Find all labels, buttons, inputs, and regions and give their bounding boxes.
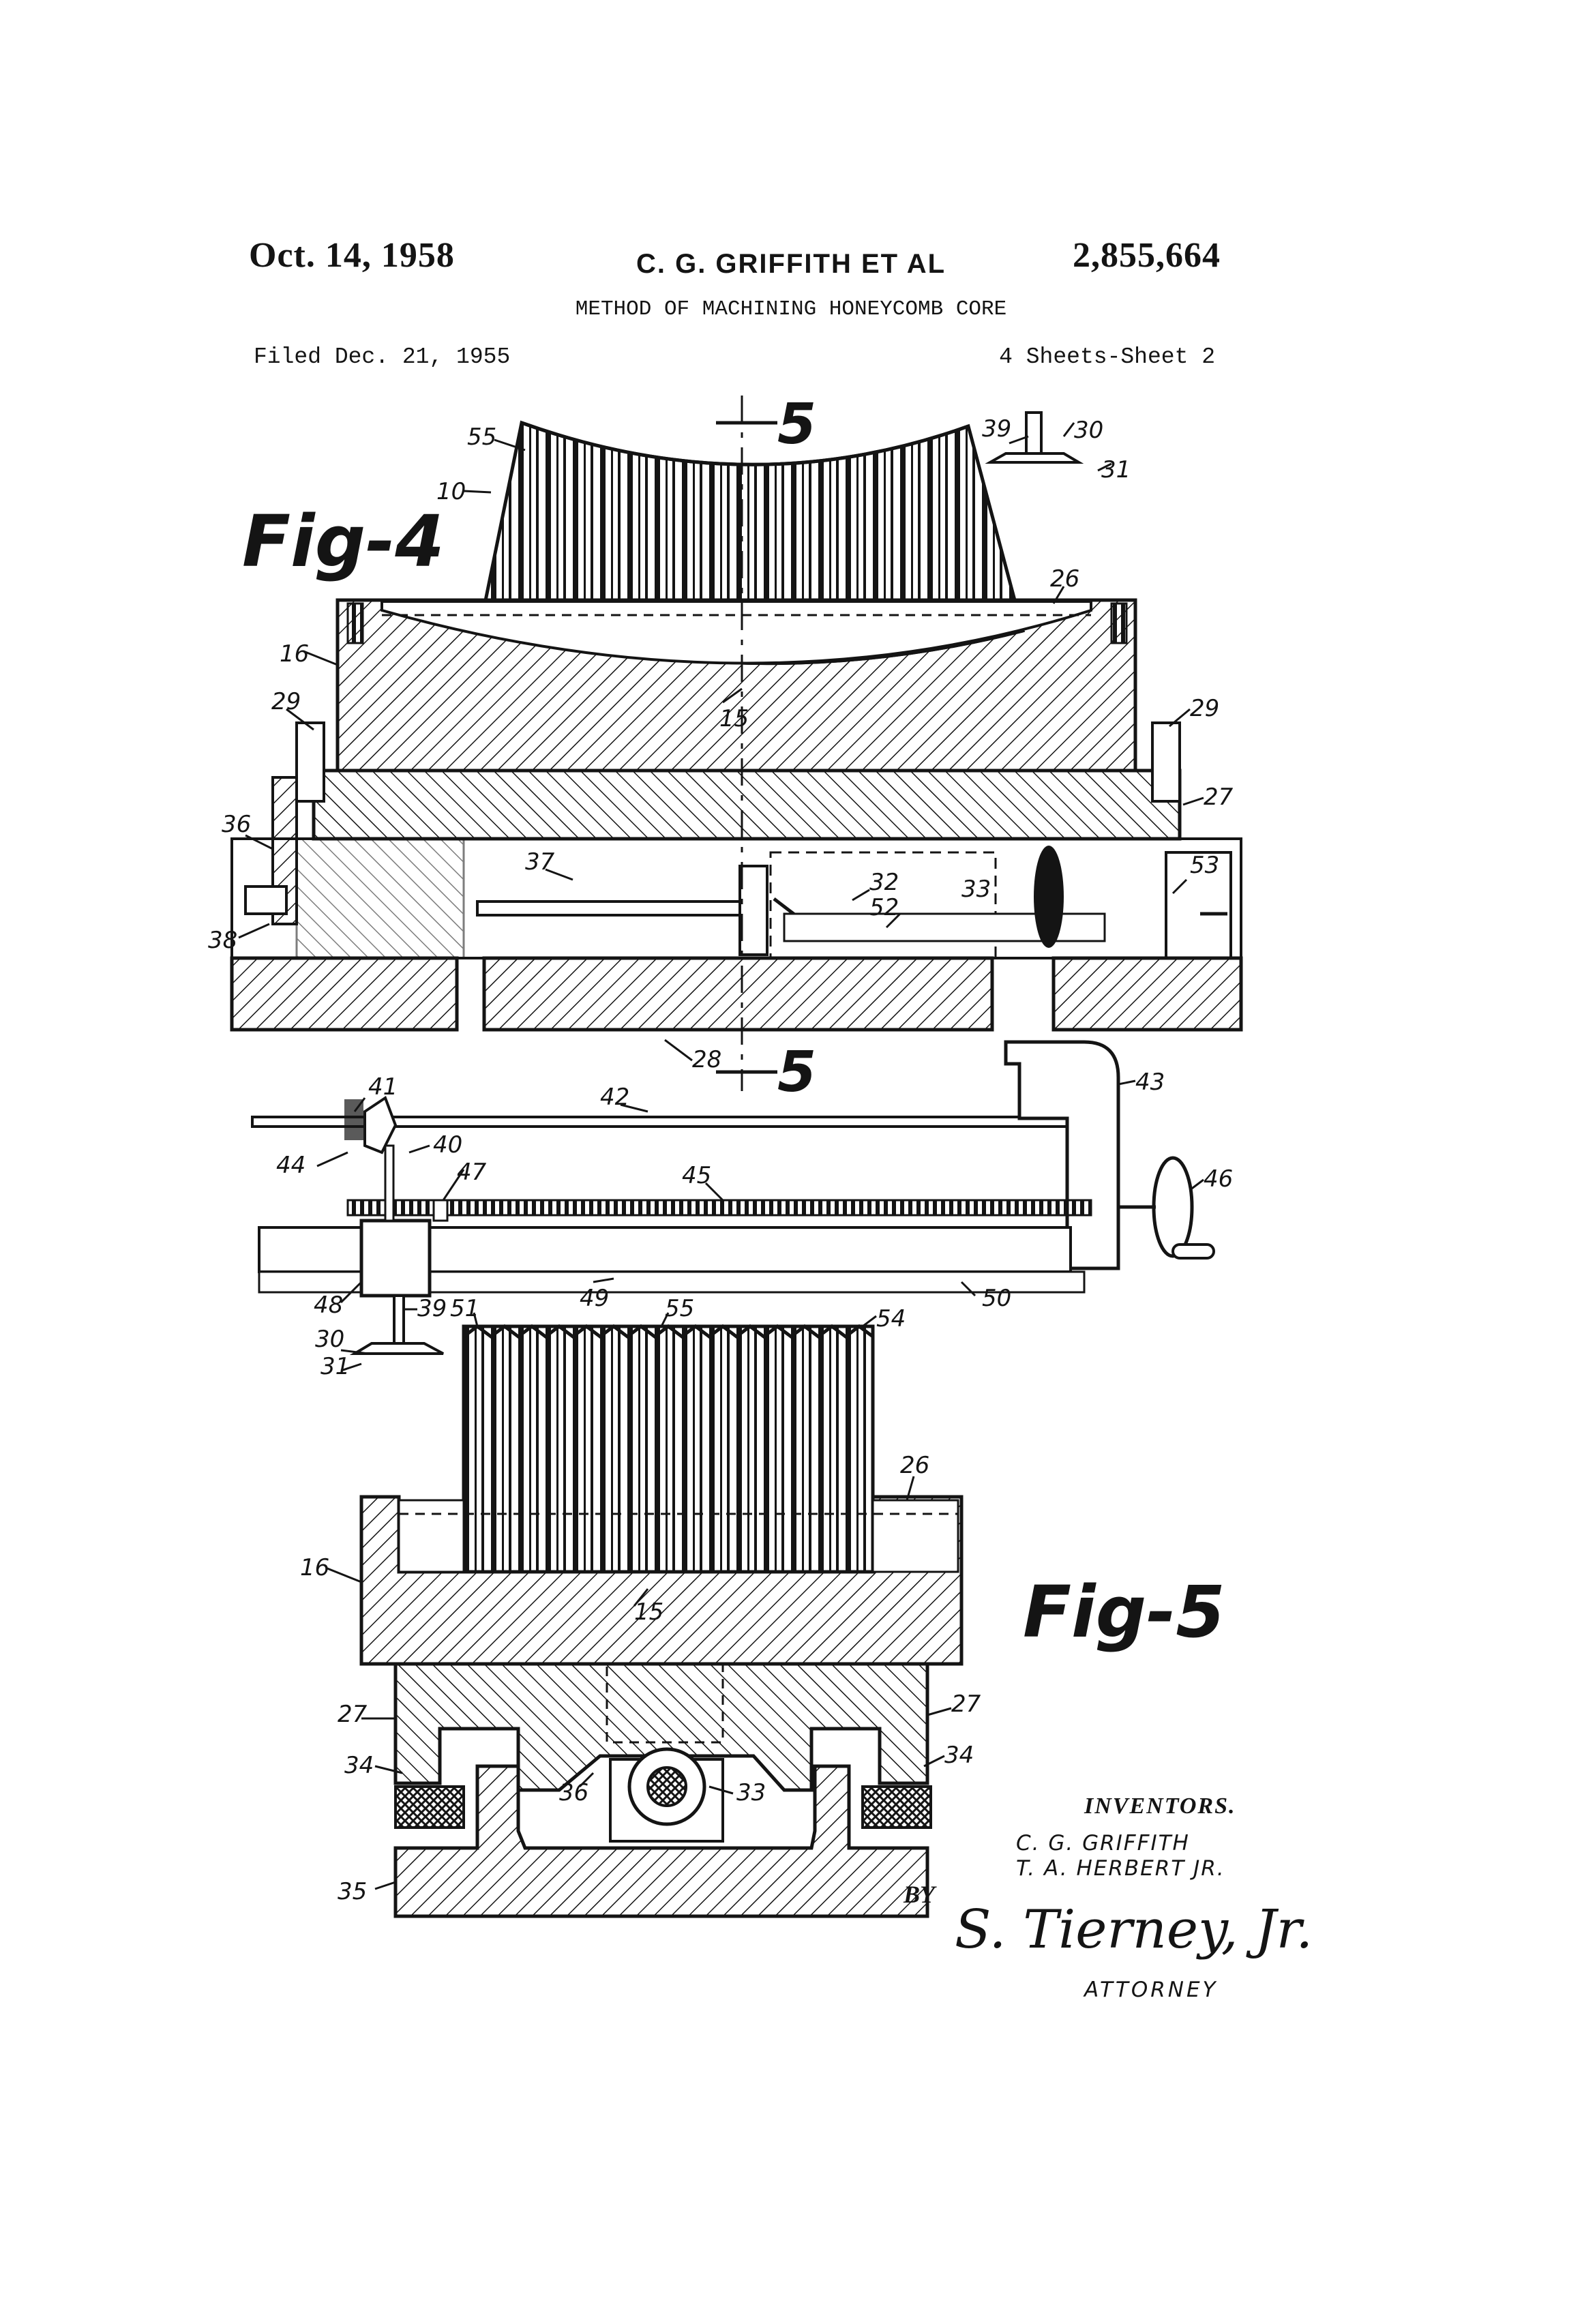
ref-numeral: 48	[314, 1292, 343, 1319]
ref-numeral: 37	[525, 848, 555, 876]
ref-numeral: 32	[869, 869, 899, 896]
ref-numeral: 41	[368, 1073, 398, 1101]
ref-numeral: 28	[692, 1046, 721, 1073]
ref-numeral: 55	[467, 423, 496, 451]
ref-numeral: 50	[982, 1285, 1011, 1312]
ref-numeral: 54	[876, 1305, 906, 1332]
section-marker-bottom: 5	[777, 1040, 816, 1105]
ref-numeral: 40	[433, 1131, 462, 1159]
ref-numeral: 26	[900, 1452, 929, 1479]
ref-numeral: 30	[315, 1326, 344, 1353]
inventors-heading: INVENTORS.	[1084, 1793, 1236, 1819]
fig5-label: Fig-5	[1023, 1570, 1225, 1654]
inventor-name: T. A. HERBERT JR.	[1016, 1856, 1225, 1881]
ref-numeral: 35	[338, 1878, 367, 1905]
ref-numeral: 52	[869, 894, 899, 921]
lead-screw-37	[477, 902, 750, 915]
ref-numeral: 39	[417, 1295, 447, 1322]
ref-numeral: 27	[1204, 784, 1234, 811]
attorney-label: ATTORNEY	[1084, 1978, 1218, 2002]
base-plate-27	[314, 771, 1180, 839]
ref-numeral: 29	[1190, 695, 1219, 722]
ref-numeral: 15	[719, 705, 749, 732]
ref-numeral: 36	[222, 811, 251, 838]
ref-numeral: 49	[580, 1285, 609, 1312]
ref-numeral: 30	[1074, 417, 1103, 444]
ref-numeral: 31	[1101, 456, 1131, 483]
ref-numeral: 27	[951, 1690, 981, 1718]
ref-numeral: 44	[276, 1152, 305, 1179]
ref-numeral: 31	[320, 1353, 350, 1380]
ref-numeral: 46	[1204, 1165, 1233, 1193]
ref-numeral: 26	[1050, 565, 1079, 593]
inventor-name: C. G. GRIFFITH	[1016, 1831, 1190, 1856]
honeycomb-core-flat	[464, 1326, 873, 1572]
ref-numeral: 39	[982, 415, 1011, 443]
ref-numeral: 53	[1190, 852, 1219, 879]
ref-numeral: 34	[944, 1742, 974, 1769]
ref-numeral: 10	[436, 478, 466, 505]
ref-numeral: 16	[280, 640, 309, 668]
shaft-33	[648, 1768, 686, 1806]
ref-numeral: 33	[736, 1779, 766, 1806]
fig4-label: Fig-4	[242, 500, 445, 583]
by-label: BY	[904, 1880, 935, 1909]
ref-numeral: 36	[559, 1779, 588, 1806]
ref-numeral: 27	[338, 1701, 368, 1728]
ref-numeral: 15	[634, 1598, 663, 1626]
ref-numeral: 38	[208, 927, 237, 954]
ref-numeral: 42	[600, 1084, 629, 1111]
ref-numeral: 34	[344, 1752, 374, 1779]
attorney-signature: S. Tierney, Jr.	[955, 1899, 1313, 1961]
ref-numeral: 43	[1135, 1069, 1165, 1096]
ref-numeral: 29	[271, 688, 301, 715]
ref-numeral: 55	[665, 1295, 694, 1322]
ref-numeral: 16	[300, 1554, 329, 1581]
section-marker-top: 5	[777, 392, 816, 457]
ref-numeral: 33	[961, 876, 991, 903]
ref-numeral: 47	[457, 1159, 487, 1186]
ref-numeral: 51	[450, 1295, 479, 1322]
ref-numeral: 45	[682, 1162, 711, 1189]
